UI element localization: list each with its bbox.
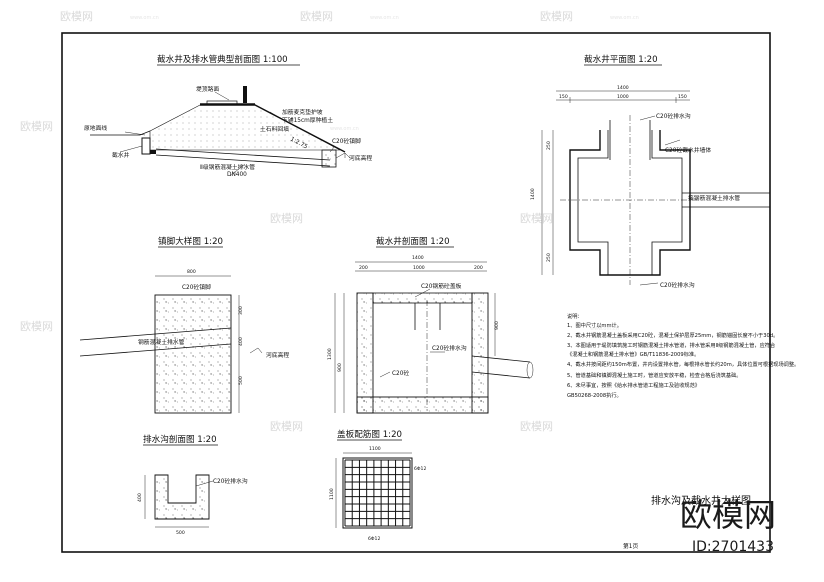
well-plan-view: 截水井平面图 1:20 1400 150 1000 150 1400 250 2…: [530, 53, 770, 289]
well-section-view: 截水井剖面图 1:20 1400 200 1000 200 1300 900 9…: [327, 235, 534, 414]
well-200-dim-right: 200: [474, 265, 483, 271]
plan-rcp-label: 接钢筋混凝土排水管: [688, 194, 740, 202]
plan-1000-dim: 1000: [617, 94, 629, 100]
well-width-dim: 1400: [412, 255, 424, 261]
note-line: 2、截水井钢筋混凝土盖板采用C20砼，混凝土保护层厚25mm，钢筋锚固长度不小于…: [567, 331, 778, 339]
anchor-river-bed-label: 河底高程: [266, 351, 289, 359]
ditch-label: C20砼排水沟: [213, 477, 248, 485]
plan-250-dim-bottom: 250: [546, 253, 552, 262]
well-cover-label: C20钢筋砼盖板: [421, 282, 462, 290]
watermark-brand: 欧模网: [20, 120, 53, 133]
earth-fill-label: 土石料回填: [260, 125, 289, 133]
watermark-brand: 欧模网: [540, 10, 573, 23]
well-200-dim: 200: [359, 265, 368, 271]
ditch-width-dim: 500: [176, 530, 185, 536]
background-watermark: 欧模网 欧模网 欧模网 欧模网 欧模网 欧模网 欧模网 欧模网 欧模网 www.…: [20, 10, 639, 433]
plan-250-dim: 250: [546, 141, 552, 150]
anchor-300-dim: 300: [238, 306, 244, 315]
note-line: 《混凝土和钢筋混凝土排水管》GB/T11836-2009标准。: [567, 350, 699, 358]
anchor-width-dim: 800: [187, 269, 196, 275]
watermark-url: www.om.cn: [370, 15, 399, 21]
watermark-id: ID:2701433: [692, 539, 774, 555]
plan-150-dim: 150: [559, 94, 568, 100]
ditch-height-dim: 400: [137, 493, 143, 502]
note-line: 6、未尽事宜，按照《给水排水管道工程施工及验收规范》: [567, 381, 700, 389]
plan-ditch-label-bottom: C20砼排水沟: [660, 281, 695, 289]
pipe-dn-label: DN400: [227, 172, 247, 178]
cover-width-dim: 1100: [369, 446, 381, 452]
well-label: 截水井: [112, 151, 130, 159]
well-c20-label: C20砼: [392, 369, 409, 377]
anchor-500-dim: 500: [238, 376, 244, 385]
well-1000-dim: 1000: [413, 265, 425, 271]
title-block: 排水沟及截水井大样图 第1页: [623, 494, 751, 550]
sheet-frame: [61, 32, 771, 553]
ditch-section-title: 排水沟剖面图 1:20: [143, 433, 217, 445]
well-900-dim-right: 900: [494, 321, 500, 330]
watermark-brand: 欧模网: [300, 10, 333, 23]
rebar-grid: [344, 459, 411, 527]
brand-watermark: 欧模网: [680, 496, 776, 534]
anchor-pipe-label: 钢筋混凝土排水管: [138, 338, 185, 346]
cover-rebar-dim-right: 6Φ12: [414, 466, 426, 472]
well-section-title: 截水井剖面图 1:20: [376, 235, 450, 247]
cover-rebar-title: 盖板配筋图 1:20: [337, 428, 402, 440]
watermark-url: www.om.cn: [130, 15, 159, 21]
anchor-400-dim: 400: [238, 337, 244, 346]
plan-ditch-label: C20砼排水沟: [656, 112, 691, 120]
typical-section-title: 截水井及排水管典型剖面图 1:100: [157, 53, 288, 65]
watermark-brand: 欧模网: [270, 420, 303, 433]
brand-overlay: 欧模网 ID:2701433: [680, 496, 776, 555]
note-line: GB50268-2008执行。: [567, 391, 622, 399]
anchor-detail-title: 镇脚大样图 1:20: [158, 235, 223, 247]
anchor-label: C20砼镇脚: [332, 137, 361, 145]
watermark-url: www.om.cn: [590, 326, 619, 332]
well-height-dim: 1300: [327, 348, 333, 360]
note-line: 1、图中尺寸以mm计。: [567, 321, 622, 329]
pipe-label: Ⅱ级钢筋混凝土排水管: [200, 163, 255, 171]
notes-block: 说明： 1、图中尺寸以mm计。 2、截水井钢筋混凝土盖板采用C20砼，混凝土保护…: [567, 312, 799, 399]
anchor-detail-view: 镇脚大样图 1:20 800 300 400 500 C20砼镇脚 钢筋混凝土排…: [79, 235, 289, 414]
well-ditch-label: C20砼排水沟: [432, 344, 467, 352]
watermark-brand: 欧模网: [60, 10, 93, 23]
original-ground-label: 原地面线: [84, 124, 107, 132]
well-900-dim: 900: [337, 363, 343, 372]
watermark-url: www.om.cn: [330, 126, 359, 132]
cover-rebar-view: 盖板配筋图 1:20 1100 1100 6Φ12 6Φ12: [329, 428, 426, 542]
typical-section-view: 截水井及排水管典型剖面图 1:100 堤顶路面 原地面线 加筋麦克垫护坡 下铺1…: [84, 53, 372, 178]
river-bed-label: 河底高程: [349, 154, 372, 162]
watermark-brand: 欧模网: [520, 212, 553, 225]
plan-150-dim-right: 150: [678, 94, 687, 100]
slope-protect-label: 加筋麦克垫护坡: [282, 108, 323, 116]
anchor-conc-label: C20砼镇脚: [182, 283, 211, 291]
note-line: 5、管道基础和镇脚混凝土施工时，管道应安放平稳，检查合格后浇筑基础。: [567, 371, 742, 379]
watermark-brand: 欧模网: [270, 212, 303, 225]
ditch-section-view: 排水沟剖面图 1:20 500 400 C20砼排水沟: [137, 433, 248, 536]
plan-well-wall-label: C20砼截水井墙体: [665, 146, 711, 154]
slope-protect-label-2: 下铺15cm厚种植土: [282, 116, 333, 124]
cover-height-dim: 1100: [329, 488, 335, 500]
watermark-url: www.om.cn: [610, 15, 639, 21]
notes-heading: 说明：: [567, 312, 583, 320]
road-label: 堤顶路面: [196, 85, 219, 93]
well-plan-title: 截水井平面图 1:20: [584, 53, 658, 65]
note-line: 3、本图适用于堤防填筑施工时钢筋混凝土排水管道，排水管采用Ⅱ级钢筋混凝土管，应符…: [567, 341, 776, 349]
sheet-footer: 第1页: [623, 542, 638, 550]
plan-width-dim: 1400: [617, 85, 629, 91]
cover-rebar-dim-bottom: 6Φ12: [368, 536, 380, 542]
plan-height-dim: 1400: [530, 188, 536, 200]
note-line: 4、截水井按间距约150m布置，井内设置排水管，每根排水管长约20m，具体位置可…: [567, 360, 799, 368]
watermark-brand: 欧模网: [20, 320, 53, 333]
sheet-title: 排水沟及截水井大样图: [651, 494, 751, 507]
watermark-brand: 欧模网: [520, 420, 553, 433]
